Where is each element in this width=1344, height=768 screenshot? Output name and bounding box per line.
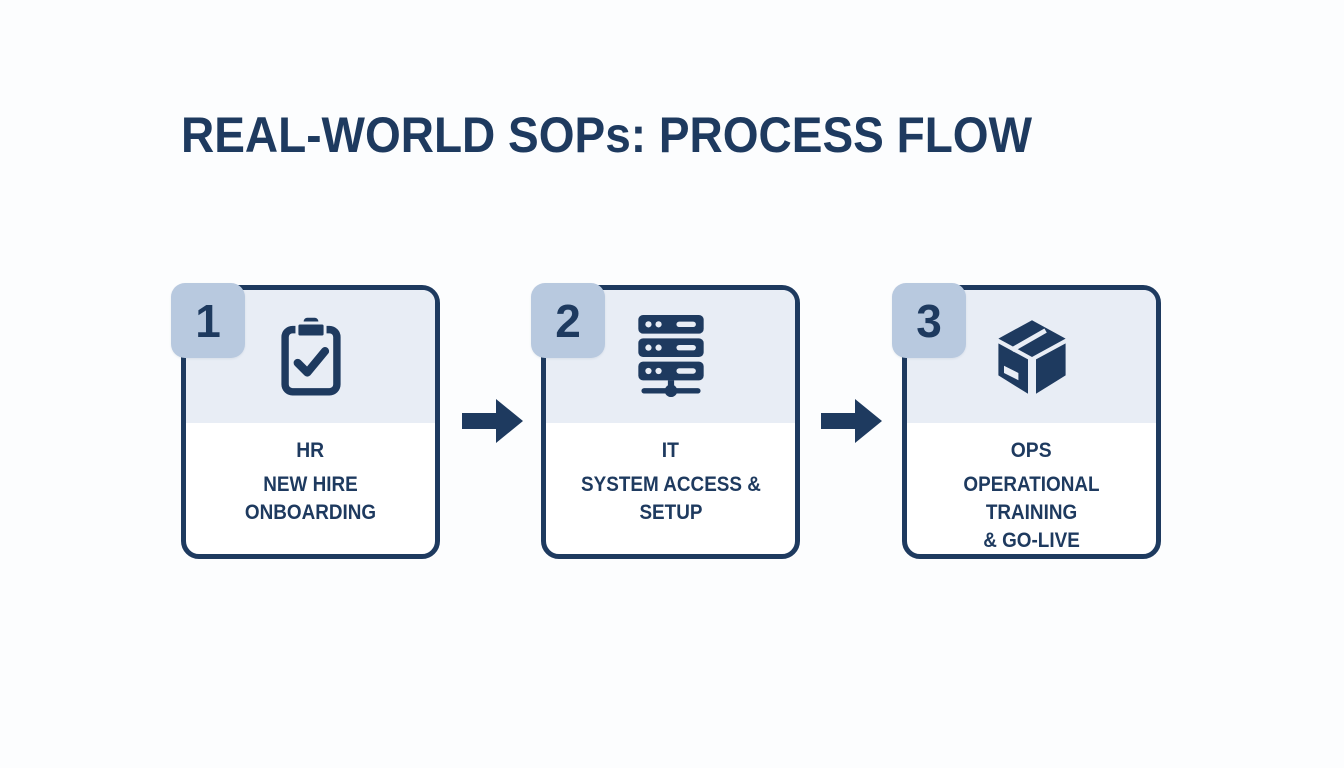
server-icon xyxy=(637,314,704,397)
arrow-right-icon xyxy=(462,399,523,443)
page-title: REAL-WORLD SOPs: PROCESS FLOW xyxy=(181,107,1032,163)
department-label: HR xyxy=(296,439,325,462)
card-body: OPS OPERATIONAL TRAINING & GO-LIVE xyxy=(907,423,1156,554)
department-label: OPS xyxy=(1011,439,1052,462)
clipboard-check-icon xyxy=(280,317,341,395)
package-icon xyxy=(997,319,1066,394)
step-number-badge: 1 xyxy=(171,283,245,358)
step-number-badge: 2 xyxy=(531,283,605,358)
step-number-badge: 3 xyxy=(892,283,966,358)
card-body: HR NEW HIRE ONBOARDING xyxy=(186,423,435,554)
step-title: OPERATIONAL TRAINING & GO-LIVE xyxy=(963,473,1100,552)
step-title: SYSTEM ACCESS & SETUP xyxy=(580,473,761,524)
step-number: 2 xyxy=(555,294,581,347)
step-title: NEW HIRE ONBOARDING xyxy=(244,473,377,524)
arrow-right-icon xyxy=(821,399,882,443)
step-number: 1 xyxy=(195,294,221,347)
step-card-hr: HR NEW HIRE ONBOARDING 1 xyxy=(171,283,440,559)
step-card-ops: OPS OPERATIONAL TRAINING & GO-LIVE 3 xyxy=(892,283,1161,559)
step-card-it: IT SYSTEM ACCESS & SETUP 2 xyxy=(531,283,800,559)
step-number: 3 xyxy=(916,294,942,347)
card-body: IT SYSTEM ACCESS & SETUP xyxy=(546,423,795,554)
department-label: IT xyxy=(661,439,680,462)
